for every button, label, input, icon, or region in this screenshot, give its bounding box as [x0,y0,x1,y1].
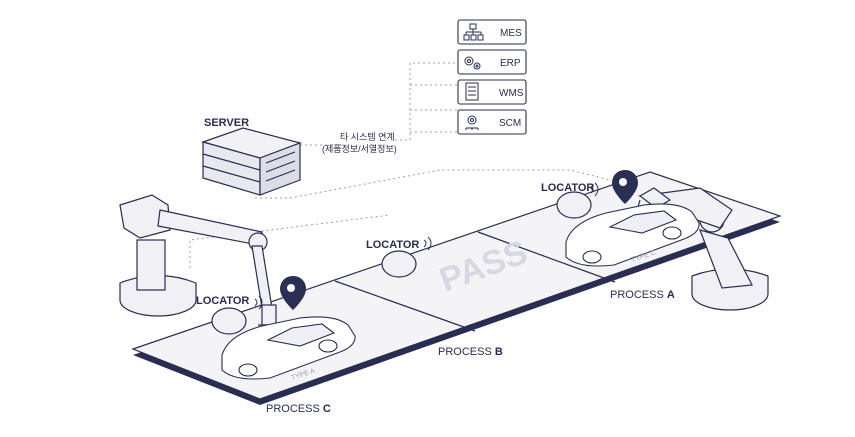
gears-icon [464,56,481,70]
connection-lines [189,62,611,268]
robot-arm-right [635,187,769,311]
system-label-mes: MES [500,28,522,39]
locator-device-left [211,295,263,335]
signal-icon [590,182,599,197]
system-label-erp: ERP [500,58,521,69]
process-b-label: PROCESS B [438,346,503,358]
process-c-label: PROCESS C [266,403,331,415]
location-pin-icon [612,170,638,204]
system-card-scm: SCM [457,109,527,135]
system-card-wms: WMS [457,79,527,105]
locator-label-left: LOCATOR [196,295,249,307]
location-pin-icon [280,276,306,310]
system-card-mes: MES [457,19,527,45]
checklist-icon [465,82,479,101]
system-card-erp: ERP [457,49,527,75]
integration-line1: 타 시스템 연계 [340,131,395,142]
car-right: TYPE C [565,203,700,267]
locator-device-middle [381,236,432,278]
system-label-scm: SCM [499,118,521,129]
signal-icon [423,236,432,251]
hierarchy-icon [463,23,484,41]
gear-network-icon [465,115,479,130]
system-label-wms: WMS [499,88,524,99]
signal-icon [254,295,263,310]
integration-line2: (제품정보/서열정보) [322,144,397,154]
robot-arm-left [119,194,282,332]
locator-label-middle: LOCATOR [366,239,419,251]
process-a-label: PROCESS A [610,289,675,301]
server-rack [201,127,302,196]
locator-device-right [556,182,599,219]
locator-label-right: LOCATOR [541,182,594,194]
server-label: SERVER [204,117,249,129]
